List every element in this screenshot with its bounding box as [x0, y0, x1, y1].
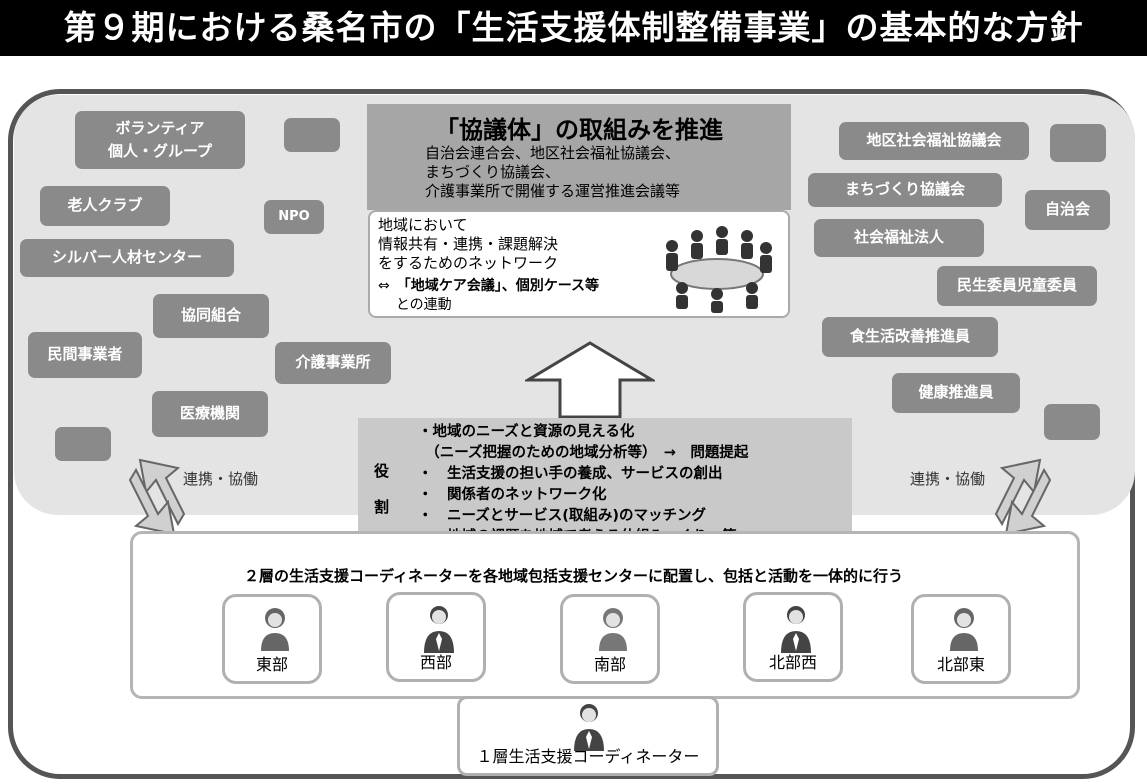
tag-coop: 協同組合	[153, 294, 269, 338]
role-items: ・地域のニーズと資源の見える化 （ニーズ把握のための地域分析等） → 問題提起 …	[418, 424, 749, 545]
link-suffix: との連動	[395, 297, 452, 313]
coordinator-label: １層生活支援コーディネーター	[476, 747, 700, 766]
tier1-coordinator-box: １層生活支援コーディネーター	[457, 696, 719, 776]
link-arrow: ⇔	[378, 278, 404, 294]
collab-label-right: 連携・協働	[910, 470, 986, 488]
tag-social-welfare: 社会福祉法人	[814, 219, 984, 257]
blank-box	[284, 118, 340, 152]
blank-box	[55, 427, 111, 461]
woman-icon	[950, 608, 978, 651]
tag-jichikai: 自治会	[1025, 190, 1110, 230]
center-name: 北部東	[936, 655, 985, 674]
council-description: 自治会連合会、地区社会福祉協議会、 まちづくり協議会、 介護事業所で開催する運営…	[425, 144, 681, 200]
care-meeting-text: 「地域ケア会議」、個別ケース等	[403, 278, 600, 294]
tag-minsei: 民生委員児童委員	[937, 266, 1097, 306]
man-icon	[424, 606, 454, 653]
tag-volunteer: ボランティア 個人・グループ	[75, 111, 245, 169]
woman-icon	[599, 608, 627, 651]
double-arrow-left-icon	[128, 458, 186, 536]
blank-box	[1050, 124, 1106, 162]
tag-medical: 医療機関	[152, 391, 268, 437]
tag-silver-center: シルバー人材センター	[20, 239, 234, 277]
center-north-east: 北部東	[911, 594, 1011, 684]
center-south: 南部	[560, 594, 660, 684]
tag-diet-improvement: 食生活改善推進員	[822, 317, 998, 357]
center-name: 東部	[255, 655, 288, 674]
tag-private-business: 民間事業者	[28, 332, 142, 378]
center-name: 南部	[593, 655, 626, 674]
man-icon	[781, 606, 811, 653]
tag-care-facility: 介護事業所	[275, 342, 391, 384]
up-arrow-icon	[525, 341, 655, 419]
center-name: 西部	[419, 653, 452, 672]
blank-box	[1044, 404, 1100, 440]
lower-title: ２層の生活支援コーディネーターを各地域包括支援センターに配置し、包括と活動を一体…	[244, 567, 903, 585]
role-label-1: 役	[374, 462, 390, 480]
meeting-table-icon	[666, 226, 772, 313]
network-box: 地域において 情報共有・連携・課題解決 をするためのネットワーク ⇔ 「地域ケア…	[368, 210, 790, 318]
man-icon	[574, 704, 604, 751]
center-west: 西部	[386, 592, 486, 682]
woman-icon	[261, 608, 289, 651]
double-arrow-right-icon	[994, 458, 1052, 536]
network-link: ⇔ 「地域ケア会議」、個別ケース等 との連動	[378, 277, 678, 315]
tag-district-welfare: 地区社会福祉協議会	[839, 122, 1029, 160]
tag-elderly-club: 老人クラブ	[40, 186, 170, 226]
center-east: 東部	[222, 594, 322, 684]
council-title: 「協議体」の取組みを推進	[435, 116, 723, 144]
council-box: 「協議体」の取組みを推進 自治会連合会、地区社会福祉協議会、 まちづくり協議会、…	[367, 104, 791, 210]
page-title: 第９期における桑名市の「生活支援体制整備事業」の基本的な方針	[0, 0, 1147, 56]
role-label-2: 割	[374, 498, 390, 516]
network-text: 地域において 情報共有・連携・課題解決 をするためのネットワーク	[378, 216, 559, 272]
center-north-west: 北部西	[743, 592, 843, 682]
center-name: 北部西	[768, 653, 817, 672]
tag-machizukuri: まちづくり協議会	[808, 173, 1002, 207]
tag-health-promotion: 健康推進員	[892, 373, 1020, 413]
tag-npo: NPO	[264, 200, 324, 234]
collab-label-left: 連携・協働	[183, 470, 259, 488]
